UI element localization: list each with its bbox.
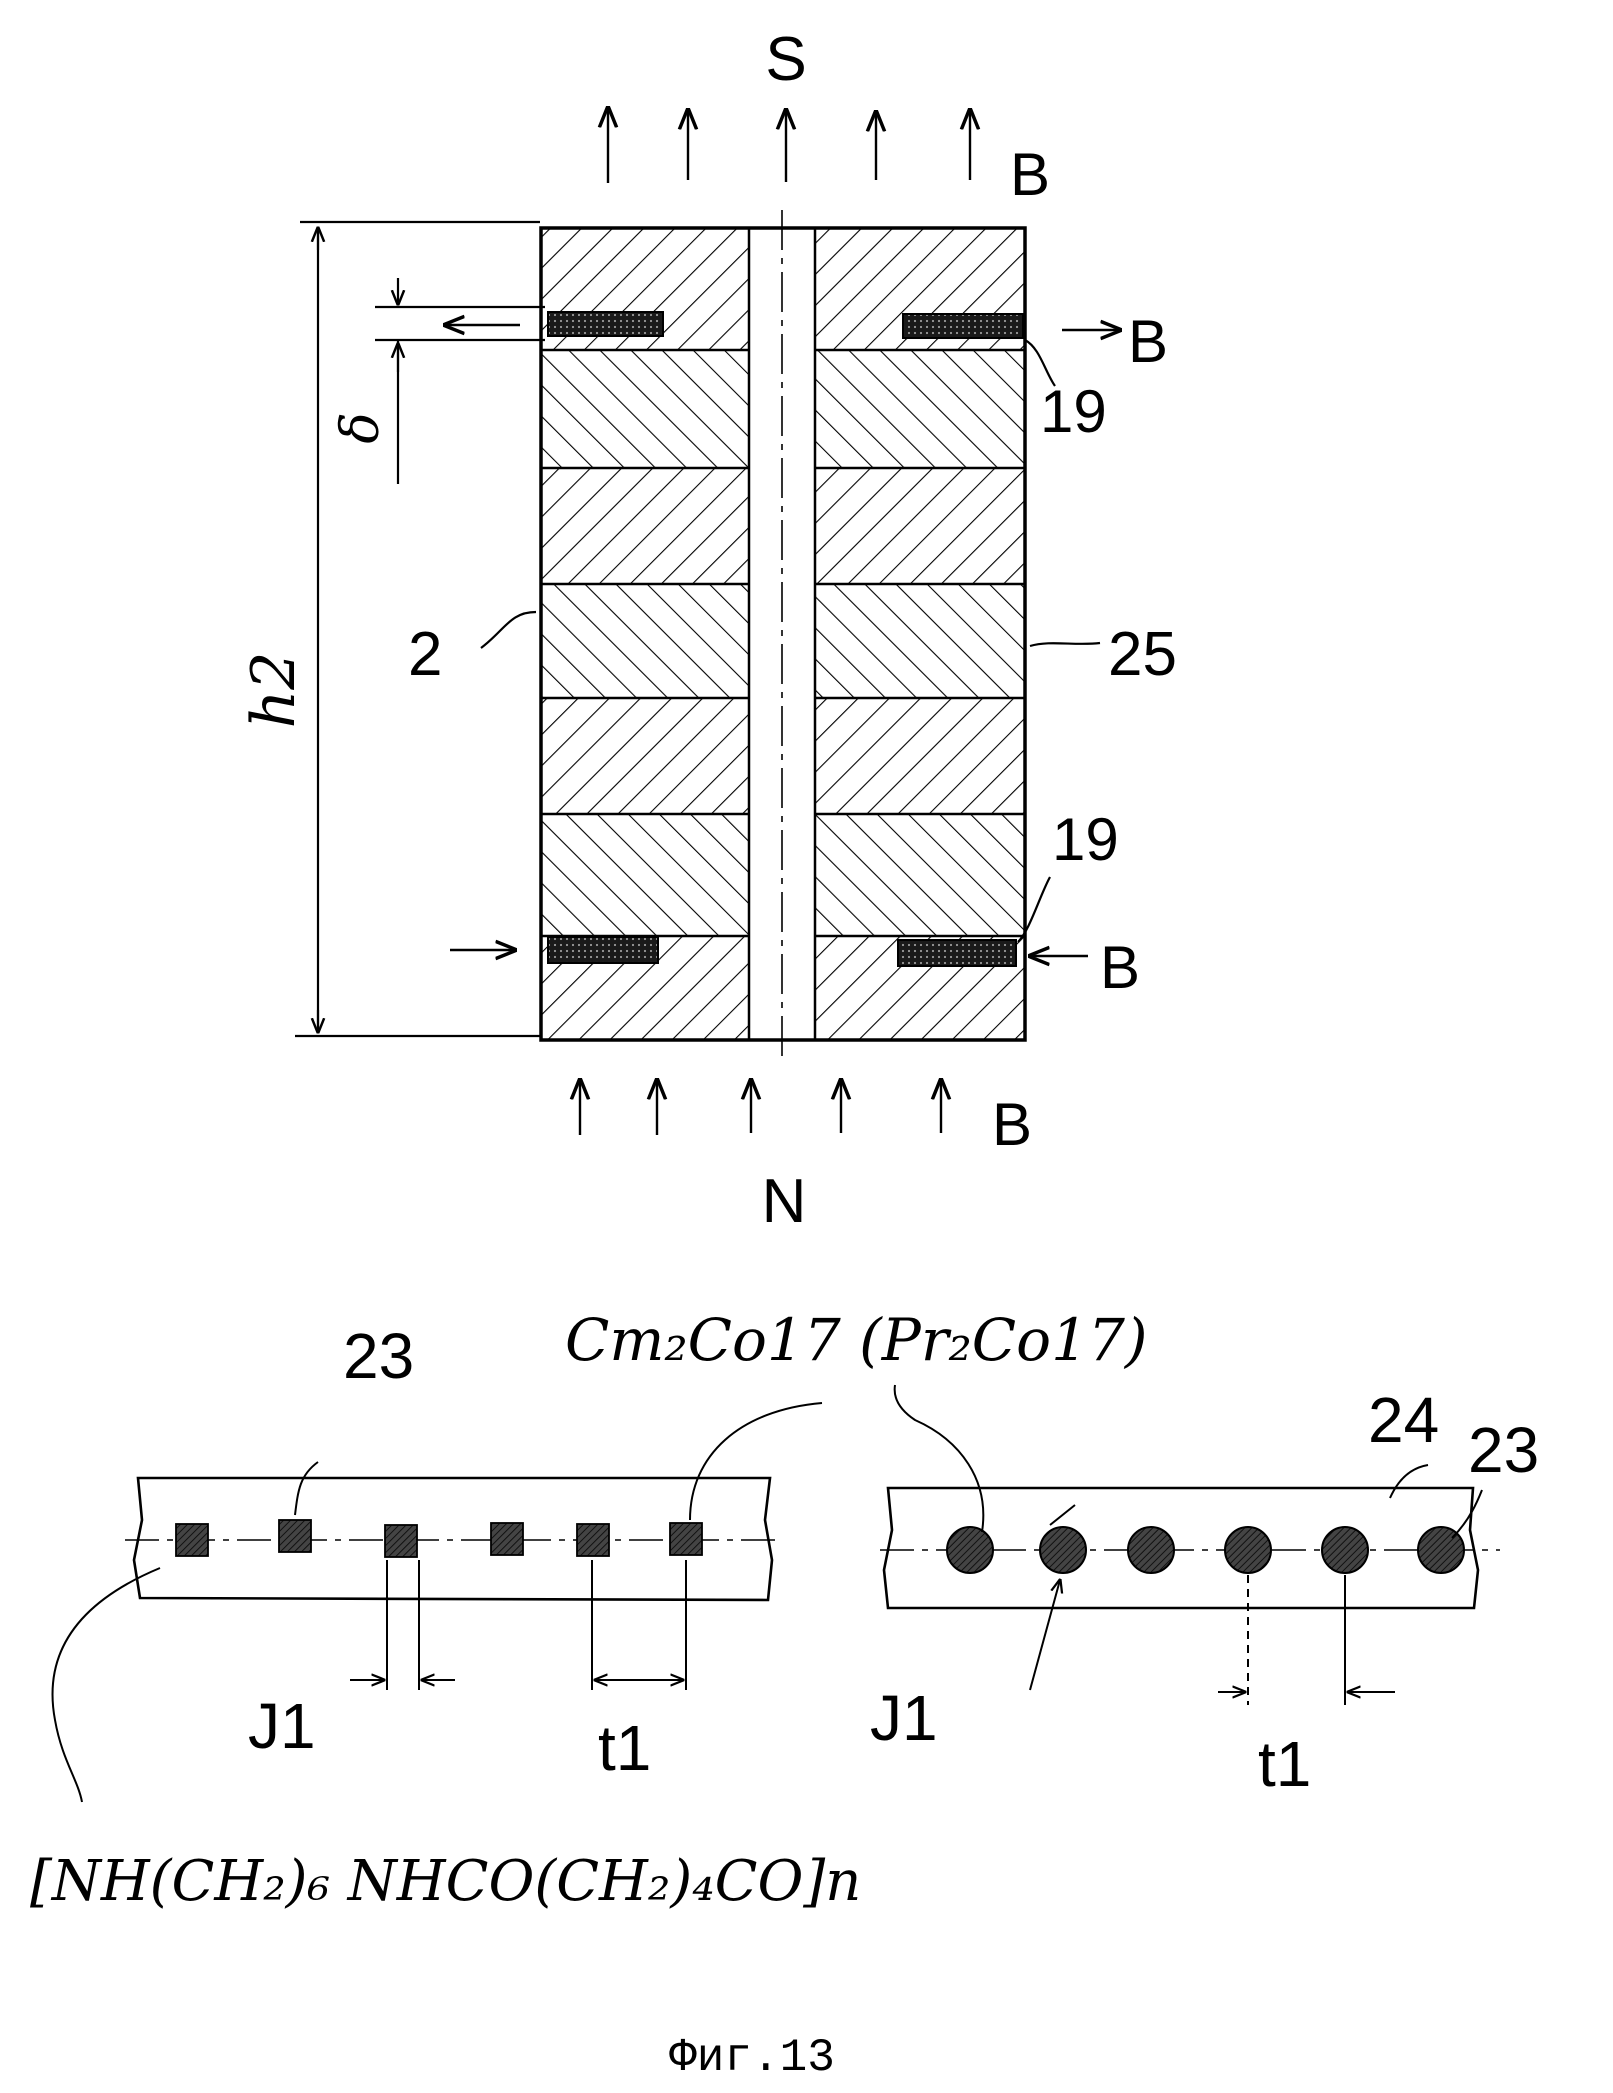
size-label-left: J1 [248, 1690, 316, 1762]
field-label-right-top: B [1128, 308, 1168, 375]
band-right-5 [815, 698, 1025, 814]
particle-label-left: 23 [343, 1320, 414, 1392]
particle-square [278, 1519, 312, 1553]
left-strip-dimensions [51, 1402, 823, 1803]
dimension-delta [375, 278, 545, 484]
right-strip [880, 1486, 1500, 1610]
material-formula: Cm₂Co17 (Pr₂Co17) [565, 1306, 1148, 1374]
delta-label: δ [331, 412, 391, 443]
particle-label-right: 23 [1468, 1414, 1539, 1486]
band-right-4 [815, 584, 1025, 698]
particle-round [1039, 1526, 1087, 1574]
band-left-3 [541, 468, 749, 584]
particle-round [1127, 1526, 1175, 1574]
right-strip-dimensions [893, 1384, 1483, 1705]
field-arrows-bottom [580, 1080, 941, 1135]
field-label-top: B [1010, 141, 1050, 208]
side-arrows [445, 325, 1120, 956]
particle-round [1321, 1526, 1369, 1574]
pole-bottom-label: N [762, 1167, 807, 1236]
magnet-outline [539, 226, 1027, 1042]
size-label-right: J1 [870, 1682, 938, 1754]
band-right-2 [815, 350, 1025, 468]
particle-square [175, 1523, 209, 1557]
insert-top-left [547, 311, 664, 337]
particle-round [1224, 1526, 1272, 1574]
particle-square [669, 1522, 703, 1556]
band-right-3 [815, 468, 1025, 584]
particle-square [576, 1523, 610, 1557]
band-left-5 [541, 698, 749, 814]
right-part-label: 25 [1108, 620, 1177, 689]
particle-square [490, 1522, 524, 1556]
band-label-right: 24 [1368, 1384, 1439, 1456]
insert-label-top: 19 [1040, 378, 1107, 445]
matrix-label: 2 [408, 620, 442, 689]
field-label-bottom: B [992, 1091, 1032, 1158]
dimension-h2 [295, 220, 540, 1038]
field-arrows-top [608, 108, 970, 183]
particle-square [384, 1524, 418, 1558]
field-label-right-bottom: B [1100, 934, 1140, 1001]
polymer-formula: [NH(CH₂)₆ NHCO(CH₂)₄CO]n [30, 1849, 861, 1914]
band-left-4 [541, 584, 749, 698]
pitch-label-left: t1 [598, 1712, 651, 1784]
insert-top-right [902, 313, 1024, 339]
band-left-2 [541, 350, 749, 468]
pitch-label-right: t1 [1258, 1728, 1311, 1800]
leaders-top [480, 339, 1101, 943]
magnet-block [539, 210, 1027, 1060]
insert-bottom-left [547, 936, 659, 964]
band-right-6 [815, 814, 1025, 936]
pole-top-label: S [765, 25, 806, 94]
left-strip [125, 1476, 778, 1602]
height-label: h2 [239, 652, 309, 729]
particle-round [946, 1526, 994, 1574]
insert-label-bottom: 19 [1052, 806, 1119, 873]
figure-caption: Фиг.13 [669, 2032, 835, 2084]
band-left-6 [541, 814, 749, 936]
insert-bottom-right [897, 939, 1017, 967]
